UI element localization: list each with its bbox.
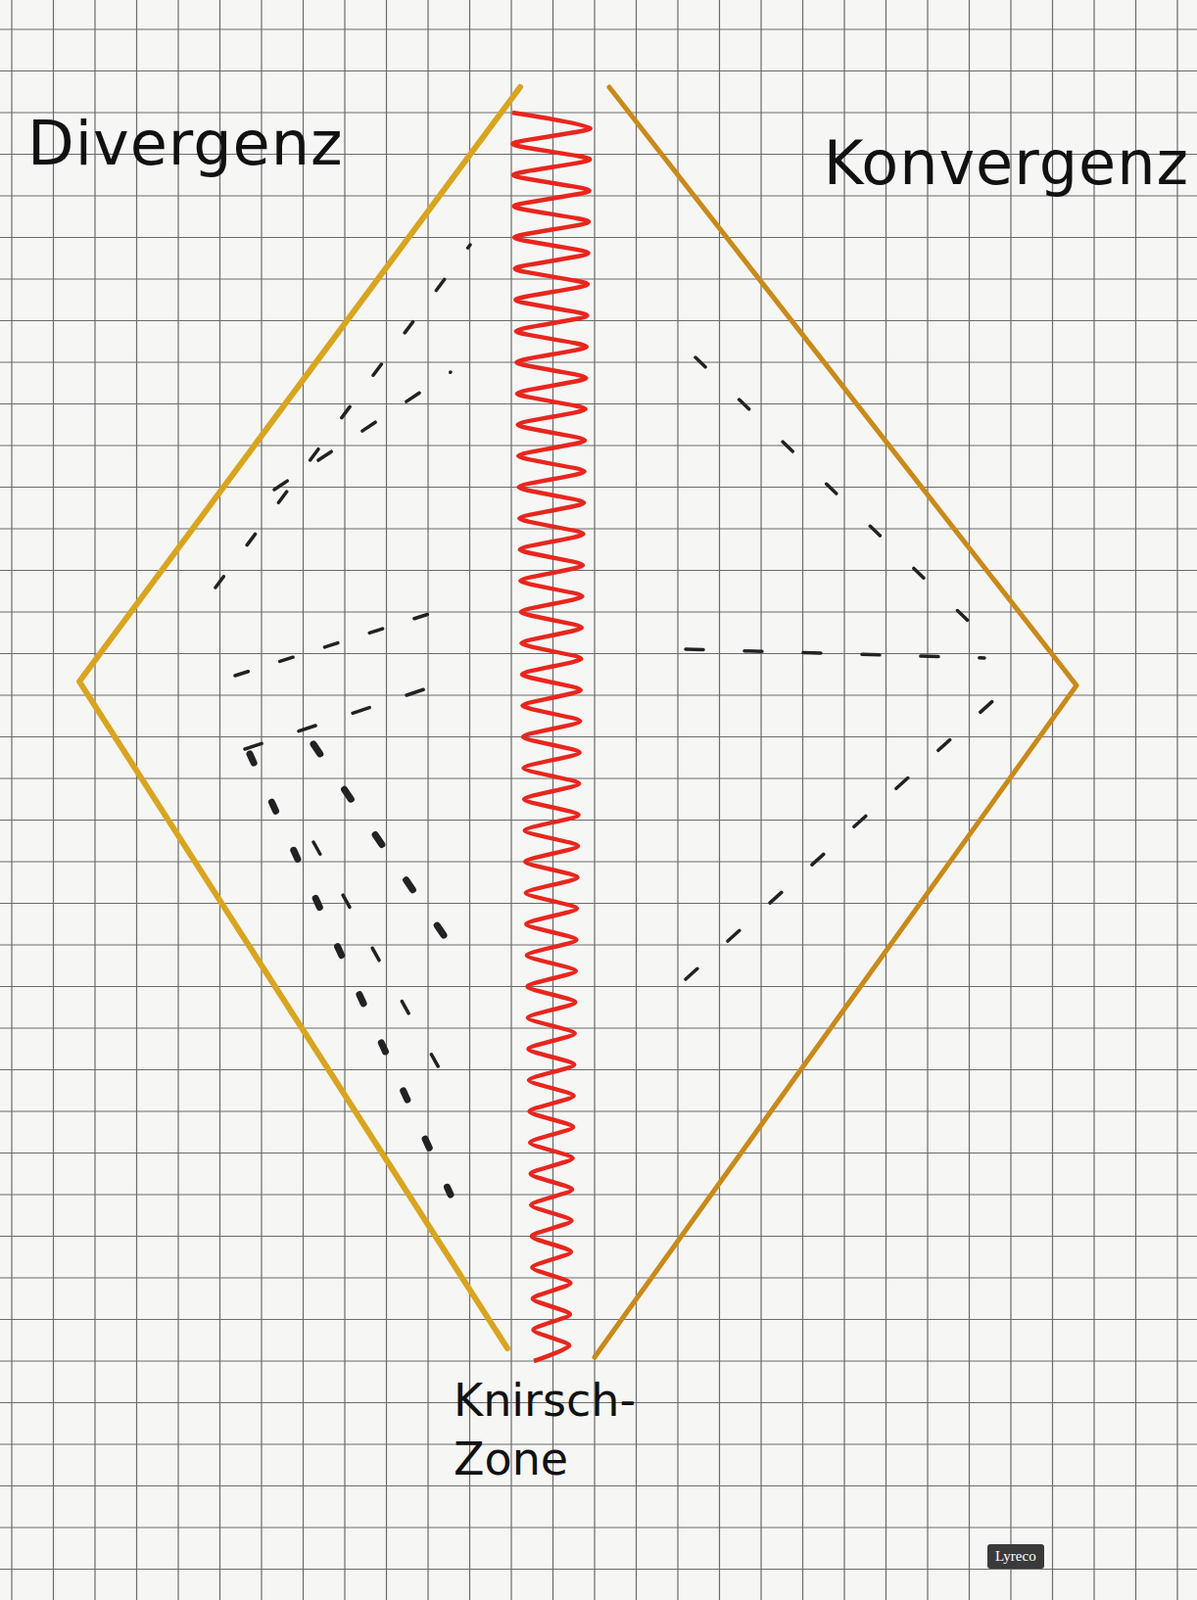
grid-line xyxy=(136,0,138,1600)
grid-line xyxy=(0,70,1197,72)
grid-line xyxy=(802,0,804,1600)
grid-line xyxy=(0,986,1197,988)
diamond-right-half xyxy=(594,87,1077,1358)
grid-line xyxy=(219,0,221,1600)
grid-line xyxy=(718,0,720,1600)
grid-line xyxy=(1135,0,1137,1600)
grid-line xyxy=(1176,0,1178,1600)
grid-line xyxy=(926,0,928,1600)
grid-line xyxy=(0,819,1197,821)
grid-line xyxy=(0,1110,1197,1112)
grid-line xyxy=(1009,0,1011,1600)
grid-line xyxy=(10,0,12,1600)
dashed-stroke xyxy=(313,842,461,1107)
grid-line xyxy=(676,0,678,1600)
grid-line xyxy=(0,1319,1197,1321)
grid-line xyxy=(635,0,637,1600)
dashed-stroke xyxy=(215,244,471,588)
grid-line xyxy=(0,237,1197,239)
grid-line xyxy=(0,320,1197,322)
grid-line xyxy=(0,403,1197,405)
dashed-stroke xyxy=(249,754,451,1196)
dashed-stroke xyxy=(685,695,1000,980)
phase-label: Divergenz xyxy=(27,107,344,180)
grid-line xyxy=(343,0,345,1600)
grid-line xyxy=(0,28,1197,30)
dashed-stroke xyxy=(244,685,436,750)
grid-line xyxy=(0,653,1197,655)
grid-line xyxy=(510,0,512,1600)
grid-line xyxy=(0,694,1197,696)
grid-line xyxy=(94,0,96,1600)
grid-line xyxy=(0,861,1197,862)
phase-label: Konvergenz xyxy=(823,127,1190,199)
dashed-stroke xyxy=(695,357,990,642)
grid-line xyxy=(0,903,1197,905)
grid-line xyxy=(0,527,1197,529)
dashed-stroke xyxy=(235,607,451,676)
grid-line xyxy=(0,1527,1197,1529)
grid-line xyxy=(0,1194,1197,1196)
grid-line xyxy=(0,777,1197,779)
grid-line xyxy=(0,361,1197,363)
grid-line xyxy=(177,0,179,1600)
dashed-stroke xyxy=(274,372,451,490)
grid-line xyxy=(0,1027,1197,1029)
dashed-strokes xyxy=(215,244,1000,1196)
grid-line xyxy=(0,444,1197,446)
dashed-stroke xyxy=(313,744,461,960)
grid-line xyxy=(52,0,54,1600)
grid-line xyxy=(843,0,845,1600)
grid-line xyxy=(0,736,1197,738)
grid-line xyxy=(0,486,1197,488)
grid-line xyxy=(0,1443,1197,1445)
grid-line xyxy=(385,0,387,1600)
grid-line xyxy=(0,1360,1197,1362)
grid-line xyxy=(968,0,970,1600)
brand-watermark: Lyreco xyxy=(987,1544,1045,1570)
grid-line xyxy=(1052,0,1054,1600)
grid-line xyxy=(0,1069,1197,1071)
zone-label: Knirsch- Zone xyxy=(453,1371,591,1489)
grid-line xyxy=(427,0,429,1600)
grid-line xyxy=(0,1236,1197,1238)
grid-line xyxy=(1093,0,1095,1600)
grid-line xyxy=(760,0,762,1600)
friction-zigzag xyxy=(512,112,591,1362)
grid-line xyxy=(0,1152,1197,1154)
grid-line xyxy=(0,1402,1197,1404)
grid-line xyxy=(885,0,887,1600)
diamond-left-half xyxy=(79,87,521,1349)
grid-line xyxy=(0,1277,1197,1279)
grid-line xyxy=(593,0,595,1600)
grid-line xyxy=(0,570,1197,572)
grid-line xyxy=(302,0,304,1600)
grid-line xyxy=(0,1569,1197,1571)
grid-line xyxy=(0,278,1197,280)
grid-line xyxy=(0,1485,1197,1487)
grid-line xyxy=(469,0,471,1600)
grid-line xyxy=(0,944,1197,946)
dashed-stroke xyxy=(685,649,985,659)
grid-line xyxy=(260,0,262,1600)
grid-line xyxy=(552,0,554,1600)
